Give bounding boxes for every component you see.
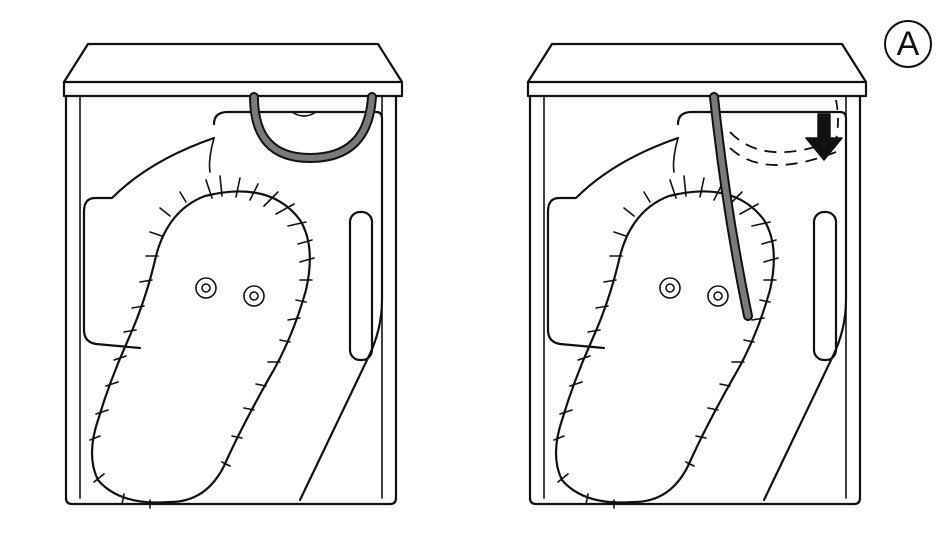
drum-illustration [88, 174, 316, 510]
step-label-badge: A [884, 20, 932, 68]
step-label-text: A [896, 25, 920, 63]
down-arrow-icon [805, 113, 843, 161]
washer-door-icon [62, 42, 404, 506]
panel-before [62, 42, 404, 510]
washer-door-icon [526, 42, 868, 506]
hose-icon [251, 94, 375, 162]
hose-icon [711, 94, 751, 319]
panel-after [526, 42, 868, 510]
drum-illustration [552, 174, 780, 510]
